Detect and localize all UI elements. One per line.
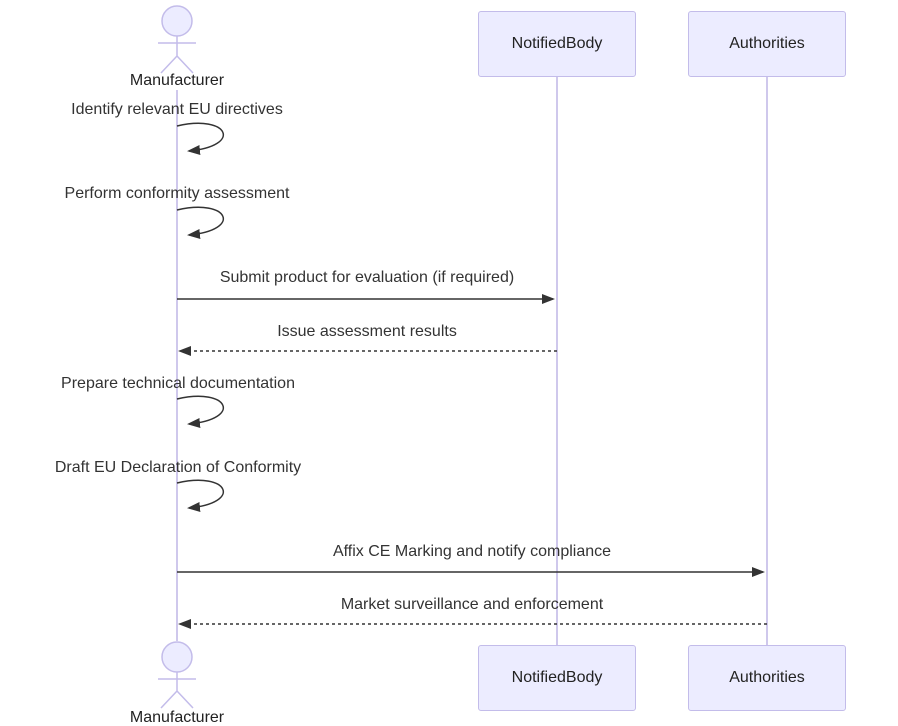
- message-label-issue-results: Issue assessment results: [277, 323, 457, 340]
- participant-notifiedbody-bottom: NotifiedBody: [478, 645, 636, 711]
- actor-body: [158, 672, 196, 709]
- lifelines: [176, 77, 768, 645]
- message-label-prepare-documentation: Prepare technical documentation: [61, 375, 295, 392]
- self-loop-arrow-4: [176, 479, 224, 512]
- self-loop-arrow-3: [176, 395, 224, 428]
- actor-label-manufacturer-bottom: Manufacturer: [129, 709, 225, 726]
- participant-authorities-top: Authorities: [688, 11, 846, 77]
- actor-head: [161, 641, 193, 673]
- message-label-identify-directives: Identify relevant EU directives: [71, 101, 283, 118]
- participant-authorities-bottom: Authorities: [688, 645, 846, 711]
- actor-icon-top: [158, 5, 196, 74]
- participant-notifiedbody-top: NotifiedBody: [478, 11, 636, 77]
- message-label-conformity-assessment: Perform conformity assessment: [64, 185, 290, 202]
- actor-icon-bottom: [158, 641, 196, 709]
- self-loop-arrow-2: [176, 206, 224, 239]
- actor-label-manufacturer-top: Manufacturer: [129, 72, 225, 89]
- message-label-market-surveillance: Market surveillance and enforcement: [340, 596, 604, 613]
- message-label-draft-declaration: Draft EU Declaration of Conformity: [54, 459, 302, 476]
- message-label-submit-product: Submit product for evaluation (if requir…: [219, 269, 515, 286]
- actor-head: [161, 5, 193, 37]
- self-loop-arrow-1: [176, 122, 224, 155]
- actor-body: [158, 36, 196, 74]
- message-label-affix-ce-marking: Affix CE Marking and notify compliance: [332, 543, 612, 560]
